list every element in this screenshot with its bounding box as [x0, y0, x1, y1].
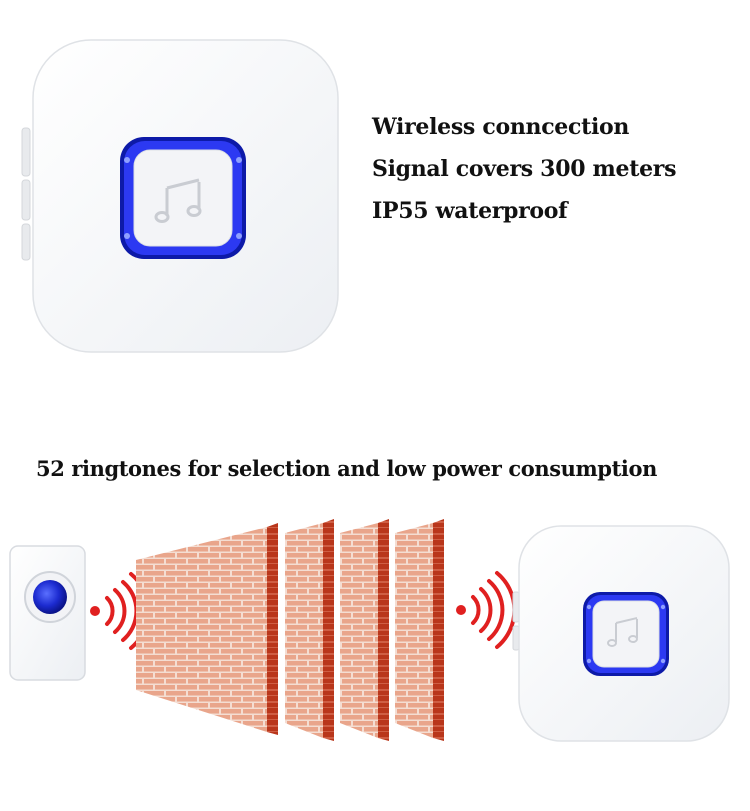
transmitter-device	[9, 545, 86, 681]
receiver-device-large	[21, 39, 339, 353]
ringtones-headline: 52 ringtones for selection and low power…	[36, 456, 657, 481]
brick-walls	[136, 519, 444, 741]
feature-wireless: Wireless conncection	[372, 114, 630, 140]
music-note-icon	[607, 617, 638, 647]
button-icon	[33, 580, 67, 614]
music-note-icon	[154, 178, 202, 223]
wifi-arc-icon	[456, 571, 517, 649]
feature-signal-range: Signal covers 300 meters	[372, 156, 677, 182]
feature-waterproof: IP55 waterproof	[372, 198, 568, 224]
receiver-device-small	[512, 525, 730, 742]
